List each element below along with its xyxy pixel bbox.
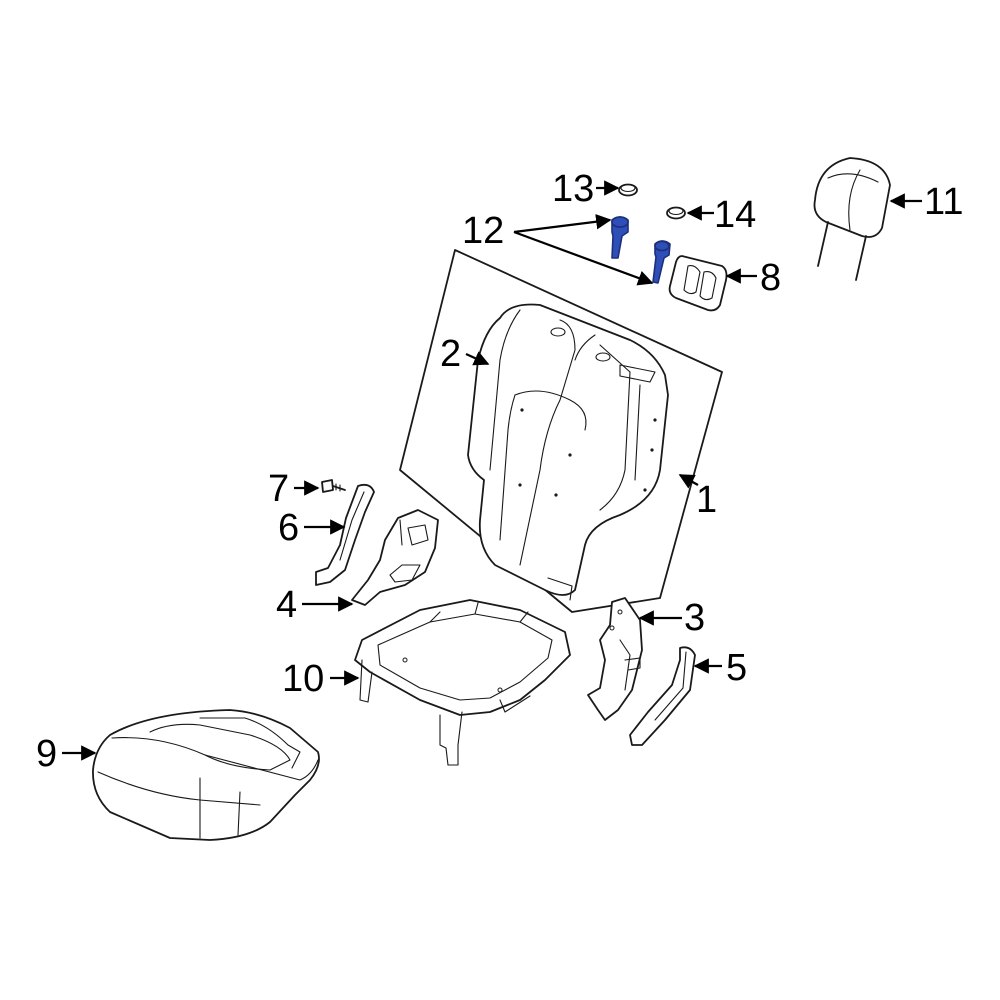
headrest-guide — [611, 216, 671, 284]
callout-4: 4 — [276, 584, 297, 626]
leader-12b — [513, 230, 654, 286]
cap-13 — [618, 183, 638, 197]
callout-5: 5 — [726, 647, 747, 689]
left-hinge-bracket — [351, 509, 439, 606]
callout-11: 11 — [924, 181, 963, 223]
callout-1: 1 — [696, 479, 717, 521]
seat-cushion-frame — [354, 599, 571, 766]
callout-3: 3 — [684, 597, 705, 639]
callout-14: 14 — [714, 194, 756, 236]
cap-14 — [666, 206, 686, 220]
right-hinge-bracket — [587, 597, 643, 721]
callout-13: 13 — [552, 168, 594, 210]
leader-2 — [465, 351, 490, 366]
right-trim-strip — [629, 646, 696, 746]
callout-8: 8 — [760, 257, 781, 299]
left-trim-strip — [315, 483, 375, 586]
headrest — [813, 157, 891, 281]
seatback-cushion — [467, 303, 669, 601]
headrest-guide-bezel — [668, 255, 728, 312]
callout-6: 6 — [278, 507, 299, 549]
leader-12a — [513, 214, 612, 234]
callout-2: 2 — [440, 333, 461, 375]
callout-10: 10 — [282, 658, 324, 700]
seat-cushion — [92, 709, 320, 841]
callout-12: 12 — [462, 210, 504, 252]
leader-1 — [678, 474, 699, 489]
callout-9: 9 — [36, 733, 57, 775]
screw — [321, 479, 346, 493]
callout-7: 7 — [268, 468, 289, 510]
